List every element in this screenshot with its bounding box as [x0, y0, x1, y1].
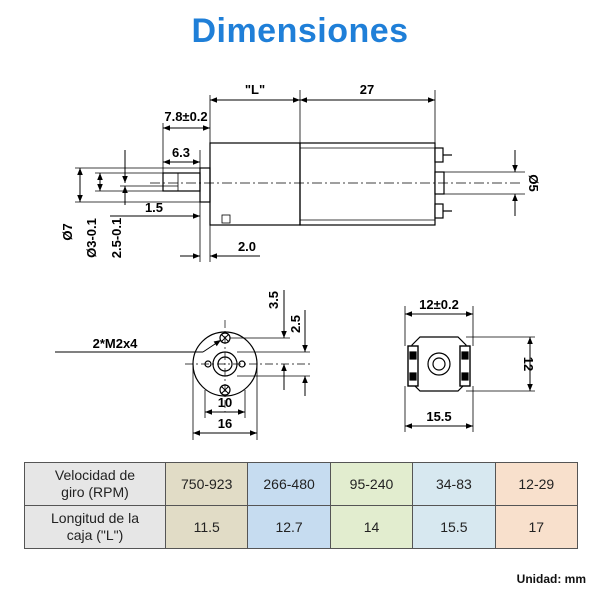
output-shaft — [162, 172, 201, 192]
terminal-bottom — [434, 203, 444, 219]
dim-27-label: 27 — [360, 82, 374, 97]
dim-2-5-label: 2.5-0.1 — [109, 218, 124, 258]
dim-1-5-label: 1.5 — [145, 200, 163, 215]
dim-12-tol-label: 12±0.2 — [419, 297, 459, 312]
unit-note: Unidad: mm — [516, 572, 586, 586]
length-cell: 11.5 — [164, 505, 249, 549]
rpm-cell: 34-83 — [412, 462, 496, 506]
rpm-cell: 12-29 — [494, 462, 579, 506]
dim-d3-label: Ø3-0.1 — [84, 218, 99, 258]
screw-spec-label: 2*M2x4 — [93, 336, 139, 351]
dimension-drawing: "L" 27 7.8±0.2 6.3 1.5 2.0 Ø7 Ø3-0.1 2.5… — [55, 82, 541, 440]
dim-2-0-label: 2.0 — [238, 239, 256, 254]
rear-bushing-face — [427, 352, 451, 376]
page-title: Dimensiones — [191, 12, 409, 50]
dim-10-label: 10 — [218, 395, 232, 410]
dim-6-3-label: 6.3 — [172, 145, 190, 160]
rear-view — [404, 306, 535, 432]
rpm-cell: 266-480 — [247, 462, 331, 506]
rpm-cell: 95-240 — [329, 462, 414, 506]
gearbox-body — [209, 142, 301, 226]
motor-end-cap — [411, 336, 467, 392]
length-cell: 12.7 — [247, 505, 331, 549]
dim-2-5-front-label: 2.5 — [288, 315, 303, 333]
front-view — [185, 320, 312, 440]
length-cell: 14 — [329, 505, 414, 549]
dim-12-label: 12 — [521, 357, 536, 371]
dim-16-label: 16 — [218, 416, 232, 431]
dim-d7-label: Ø7 — [60, 223, 75, 240]
dim-d5-label: Ø5 — [526, 174, 541, 191]
dim-3-5-label: 3.5 — [266, 291, 281, 309]
length-cell: 15.5 — [412, 505, 496, 549]
dim-7-8-label: 7.8±0.2 — [164, 109, 207, 124]
dim-15-5-label: 15.5 — [426, 409, 451, 424]
dim-L-label: "L" — [245, 82, 265, 97]
gearbox-flange — [199, 167, 211, 203]
side-view — [75, 90, 525, 262]
rpm-cell: 750-923 — [164, 462, 249, 506]
length-cell: 17 — [494, 505, 579, 549]
motor-body — [299, 142, 436, 226]
terminal-top — [434, 147, 444, 163]
